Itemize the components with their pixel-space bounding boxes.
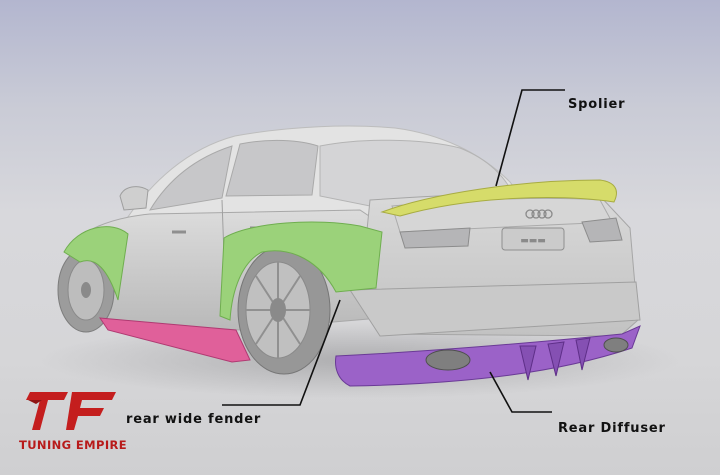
right-taillight [581,217,623,243]
spoiler-label: Spolier [568,97,626,112]
brand-rings-emblem [525,209,553,219]
rear-side-window [225,139,319,197]
side-skirt-part [99,317,251,363]
rear-fender-part [219,221,383,321]
side-mirror [119,186,149,211]
right-exhaust-tip [603,337,629,353]
diffuser-leader-line [489,371,552,413]
rear-wheel [237,245,331,375]
rear-diffuser-part [335,325,641,387]
front-fender-flare [63,226,129,301]
rear-diffuser-label: Rear Diffuser [558,421,666,436]
left-taillight [399,227,471,249]
left-exhaust-tip [425,349,471,371]
front-side-window [149,145,233,211]
spoiler-leader-line [495,89,565,187]
front-wheel [57,247,115,333]
brand-logo: TUNING EMPIRE [8,386,138,456]
license-plate [501,227,565,251]
rear-fender-label: rear wide fender [126,412,262,427]
badge-text: ▬▬▬ [520,236,546,246]
rear-bumper [349,281,641,337]
diffuser-fins [519,337,591,381]
spoiler-part [380,179,617,217]
fender-leader-line [222,299,341,406]
brand-name: TUNING EMPIRE [18,438,128,452]
tf-logo-icon [26,392,116,430]
